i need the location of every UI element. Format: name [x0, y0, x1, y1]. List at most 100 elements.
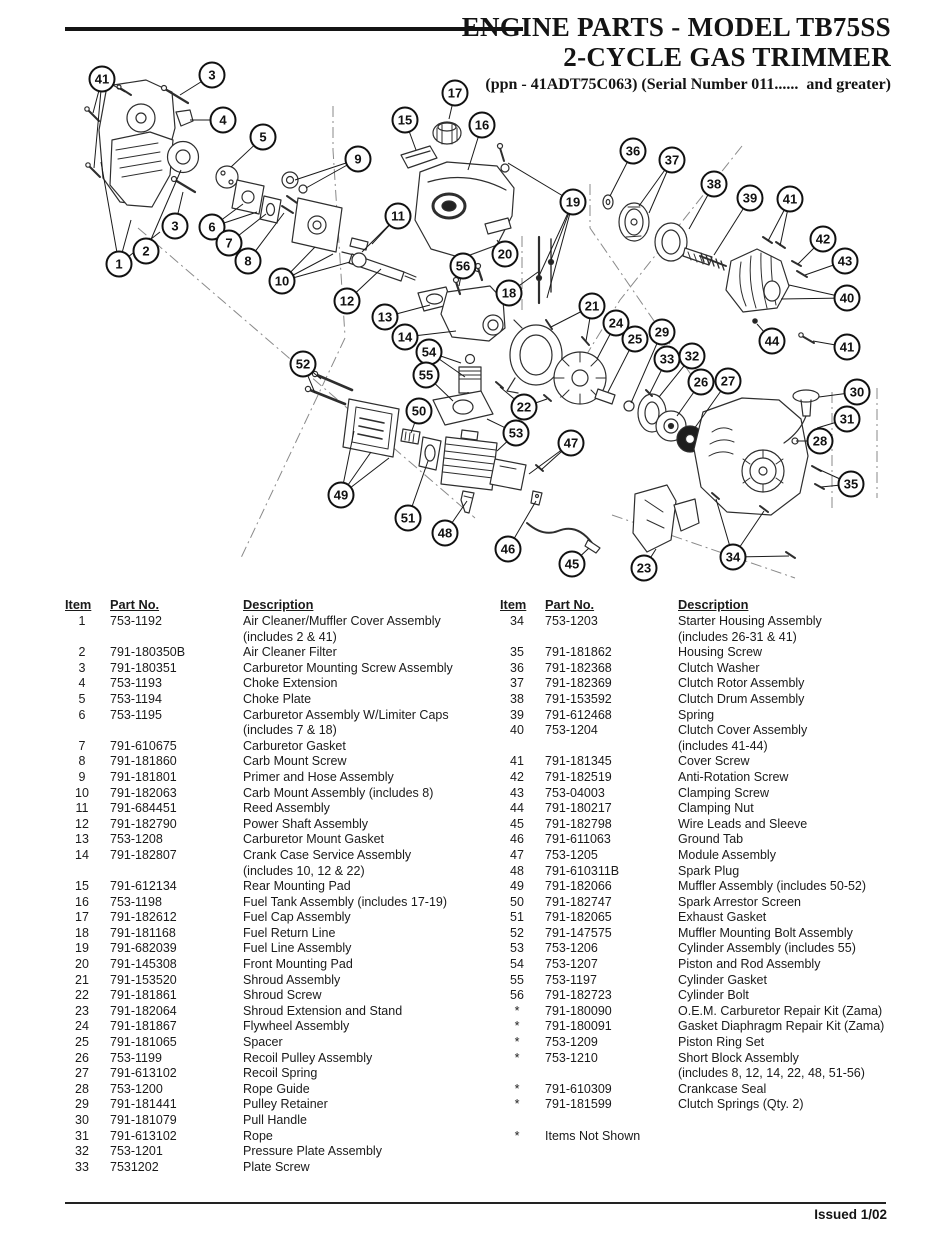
- part-no-cell: 753-1205: [545, 847, 598, 862]
- item-cell: *: [514, 1097, 520, 1112]
- callout-50: 50: [405, 397, 433, 425]
- part-no-cell: 791-611063: [545, 832, 611, 847]
- item-cell: *: [514, 1129, 520, 1143]
- description-cell: Choke Plate: [243, 691, 312, 706]
- item-cell: 56: [510, 988, 524, 1003]
- item-cell: 32: [75, 1144, 89, 1159]
- part-no-cell: 791-153520: [110, 972, 177, 987]
- item-cell: 10: [75, 785, 89, 800]
- description-cell: Rope: [243, 1128, 273, 1143]
- part-no-cell: 791-180217: [545, 801, 612, 816]
- svg-text:28: 28: [813, 434, 827, 449]
- item-cell: 3: [78, 660, 86, 675]
- callout-39: 39: [736, 184, 764, 212]
- svg-text:30: 30: [850, 385, 864, 400]
- table-row-continuation: (includes 41-44): [500, 739, 950, 755]
- part-no-cell: 791-684451: [110, 801, 177, 816]
- svg-text:32: 32: [685, 349, 699, 364]
- svg-text:3: 3: [171, 219, 178, 234]
- table-row-continuation: (includes 2 & 41): [65, 630, 495, 646]
- part-no-cell: 753-1203: [545, 614, 598, 628]
- description-cell: Recoil Spring: [243, 1066, 318, 1081]
- description-cell: Carburetor Mounting Screw Assembly: [243, 660, 453, 675]
- part-no-cell: 791-153592: [545, 691, 612, 706]
- part-no-cell: 791-181801: [110, 769, 177, 784]
- svg-text:3: 3: [208, 68, 215, 83]
- svg-text:19: 19: [566, 195, 580, 210]
- item-cell: 28: [75, 1081, 89, 1096]
- description-continuation-cell: (includes 41-44): [678, 738, 768, 753]
- part-no-cell: 753-1192: [110, 614, 162, 628]
- description-cell: Ground Tab: [678, 832, 744, 847]
- description-cell: Gasket Diaphragm Repair Kit (Zama): [678, 1019, 885, 1034]
- column-header-item: Item: [65, 597, 92, 612]
- description-continuation-cell: (includes 10, 12 & 22): [243, 863, 365, 878]
- item-cell: 15: [75, 879, 89, 894]
- part-no-cell: 791-613102: [110, 1128, 177, 1143]
- callout-43: 43: [831, 247, 859, 275]
- column-header-description: Description: [243, 597, 314, 612]
- item-cell: 38: [510, 691, 524, 706]
- callout-1: 1: [105, 250, 133, 278]
- svg-text:14: 14: [398, 330, 413, 345]
- item-cell: 51: [510, 910, 524, 925]
- description-cell: Carburetor Assembly W/Limiter Caps: [243, 707, 449, 722]
- part-no-cell: 791-180350B: [110, 645, 186, 660]
- callout-54: 54: [415, 338, 443, 366]
- svg-text:45: 45: [565, 557, 579, 572]
- callout-33: 33: [653, 345, 681, 373]
- callout-12: 12: [333, 287, 361, 315]
- svg-text:24: 24: [609, 316, 624, 331]
- svg-text:40: 40: [840, 291, 854, 306]
- part-no-cell: 791-181862: [545, 645, 612, 660]
- callout-9: 9: [344, 145, 372, 173]
- part-no-cell: 753-04003: [545, 785, 605, 800]
- item-cell: 35: [510, 645, 524, 660]
- svg-text:37: 37: [665, 153, 679, 168]
- part-no-cell: 791-181867: [110, 1019, 177, 1034]
- description-cell: Air Cleaner Filter: [243, 645, 337, 660]
- svg-text:33: 33: [660, 352, 674, 367]
- callout-46: 46: [494, 535, 522, 563]
- part-no-cell: 753-1199: [110, 1050, 162, 1065]
- callout-7: 7: [215, 229, 243, 257]
- description-cell: Shroud Extension and Stand: [243, 1003, 403, 1018]
- svg-text:29: 29: [655, 325, 669, 340]
- svg-text:43: 43: [838, 254, 852, 269]
- item-cell: 5: [78, 691, 86, 706]
- item-cell: 39: [510, 707, 524, 722]
- svg-text:44: 44: [765, 334, 780, 349]
- part-no-cell: 791-182065: [545, 910, 612, 925]
- part-no-cell: 791-180351: [110, 660, 177, 675]
- description-cell: Cylinder Bolt: [678, 988, 749, 1003]
- description-cell: Module Assembly: [678, 847, 776, 862]
- description-cell: Crankcase Seal: [678, 1081, 767, 1096]
- svg-text:16: 16: [475, 118, 489, 133]
- callout-24: 24: [602, 309, 630, 337]
- svg-text:20: 20: [498, 247, 512, 262]
- svg-text:8: 8: [244, 254, 251, 269]
- svg-text:35: 35: [844, 477, 858, 492]
- callout-37: 37: [658, 146, 686, 174]
- svg-text:23: 23: [637, 561, 651, 576]
- callout-21: 21: [578, 292, 606, 320]
- footer-rule: [65, 1202, 886, 1204]
- description-cell: Carb Mount Screw: [243, 754, 347, 769]
- item-cell: 40: [510, 723, 524, 738]
- description-cell: Cylinder Assembly (includes 55): [678, 941, 856, 956]
- description-cell: Cover Screw: [678, 754, 750, 769]
- callout-16: 16: [468, 111, 496, 139]
